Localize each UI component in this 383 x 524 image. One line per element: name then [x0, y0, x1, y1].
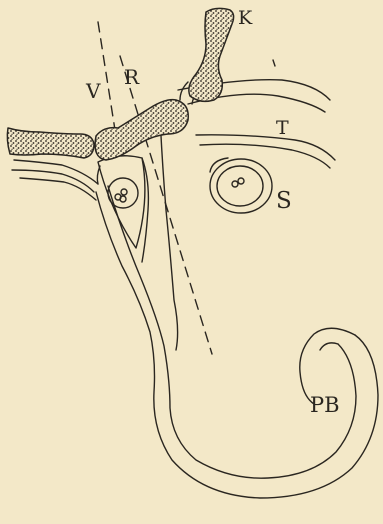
label-s: S [276, 188, 292, 214]
label-r: R [124, 65, 140, 89]
tick-mark [273, 60, 275, 66]
left-tube [12, 160, 98, 200]
bone-middle [95, 100, 188, 160]
duct-right-wall [108, 186, 356, 478]
cell-left-nucleus-2 [121, 189, 127, 195]
label-k: K [238, 7, 253, 29]
cell-s-inner [217, 166, 263, 206]
bone-k [189, 8, 234, 101]
cell-left-outline [108, 178, 138, 208]
label-t: T [276, 117, 289, 139]
label-v: V [85, 79, 101, 103]
duct-inner-branch [142, 116, 178, 350]
dashed-line-v [98, 22, 115, 130]
cell-s-nucleus-1 [232, 181, 238, 187]
bone-left [7, 128, 94, 158]
cell-s-nucleus-2 [238, 178, 244, 184]
label-pb: PB [310, 393, 340, 417]
duct-upper-join [97, 166, 100, 184]
